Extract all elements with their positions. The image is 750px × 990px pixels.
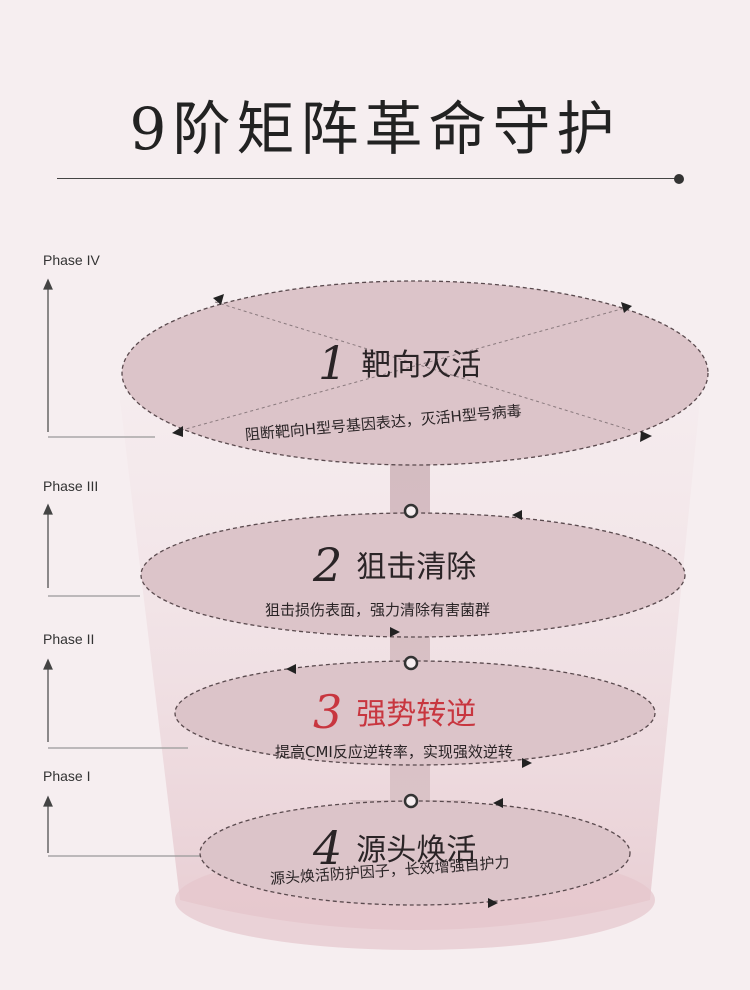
level-3-title: 3 强势转逆 <box>313 685 476 739</box>
level-2-name: 狙击清除 <box>356 550 477 585</box>
level-4-name: 源头焕活 <box>356 833 477 868</box>
title-divider <box>57 178 679 179</box>
phase-axes <box>43 278 210 857</box>
ellipse-level-4 <box>199 793 631 908</box>
level-2-number: 2 <box>313 538 343 592</box>
phase-label-4: Phase IV <box>43 252 100 268</box>
level-1-number: 1 <box>318 336 348 390</box>
phase-label-2: Phase II <box>43 631 95 647</box>
level-3-number: 3 <box>313 685 343 739</box>
level-2-title: 2 狙击清除 <box>313 538 476 592</box>
level-3-description: 提高CMI反应逆转率，实现强效逆转 <box>275 743 513 761</box>
level-3-name: 强势转逆 <box>356 697 477 732</box>
level-4-number: 4 <box>313 821 343 875</box>
level-1-name: 靶向灭活 <box>361 348 482 383</box>
ellipse-level-3 <box>174 655 656 768</box>
ellipse-level-2 <box>140 503 686 638</box>
ellipse-level-1 <box>121 280 709 466</box>
level-4-title: 4 源头焕活 <box>313 821 476 875</box>
title-divider-dot <box>674 174 684 184</box>
phase-label-3: Phase III <box>43 478 99 494</box>
phase-label-1: Phase I <box>43 768 91 784</box>
page-title: 9阶矩阵革命守护 <box>129 95 621 163</box>
level-2-description: 狙击损伤表面，强力清除有害菌群 <box>265 601 491 619</box>
level-1-title: 1 靶向灭活 <box>318 336 481 390</box>
